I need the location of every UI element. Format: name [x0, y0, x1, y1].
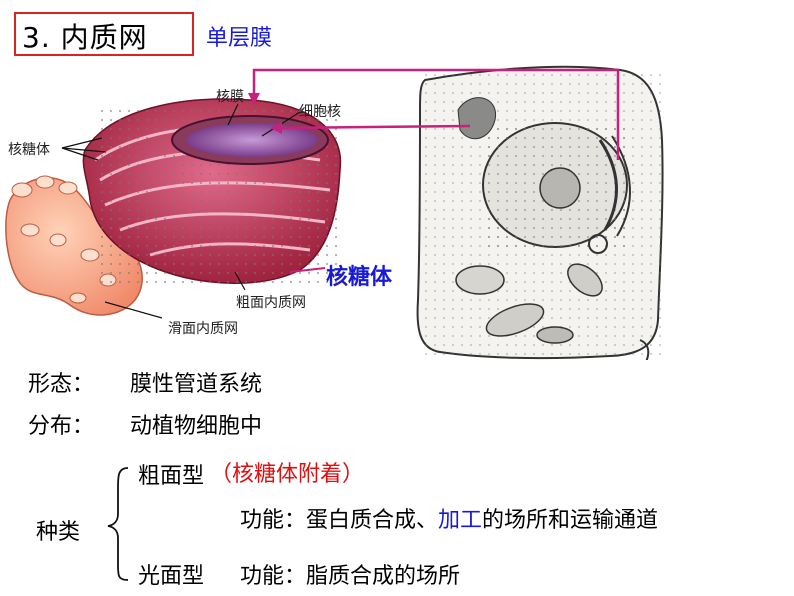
label-nucleus: 细胞核	[299, 104, 341, 120]
label-rough-er: 粗面内质网	[236, 295, 306, 311]
animal-cell-diagram	[416, 65, 664, 360]
distribution-value: 动植物细胞中	[130, 414, 263, 439]
smooth-function-row: 功能：脂质合成的场所	[240, 558, 460, 590]
rough-function-label: 功能：	[240, 508, 307, 533]
rough-type-note: （核糖体附着）	[210, 462, 365, 487]
page-title: 3. 内质网	[22, 21, 148, 54]
smooth-function-label: 功能：	[240, 564, 307, 589]
label-smooth-er: 滑面内质网	[168, 321, 238, 337]
rough-type-name: 粗面型	[138, 464, 205, 489]
rough-function-part3: 的场所和运输通道	[482, 508, 659, 533]
rough-function-part1: 蛋白质合成、	[306, 508, 439, 533]
smooth-function-text: 脂质合成的场所	[306, 564, 461, 589]
smooth-type-name: 光面型	[138, 564, 205, 589]
rough-function-part2: 加工	[438, 508, 483, 533]
title-box	[14, 12, 194, 56]
label-nuclear-membrane: 核膜	[216, 89, 244, 105]
label-ribosome-small: 核糖体	[8, 142, 50, 158]
form-label: 形态：	[28, 372, 95, 397]
rough-function-row: 功能：蛋白质合成、加工的场所和运输通道	[240, 502, 658, 534]
arrow-head-down	[248, 93, 260, 105]
nucleus-shape	[186, 123, 318, 157]
form-value: 膜性管道系统	[130, 372, 263, 397]
pointer-arrows	[252, 68, 620, 160]
er-cell-illustration	[5, 65, 664, 360]
types-label: 种类	[36, 520, 81, 545]
label-ribosome-big: 核糖体	[326, 265, 393, 290]
distribution-label: 分布：	[28, 414, 95, 439]
membrane-note: 单层膜	[206, 26, 273, 51]
types-brace-line	[107, 467, 129, 581]
arrow-head-left	[270, 122, 282, 134]
